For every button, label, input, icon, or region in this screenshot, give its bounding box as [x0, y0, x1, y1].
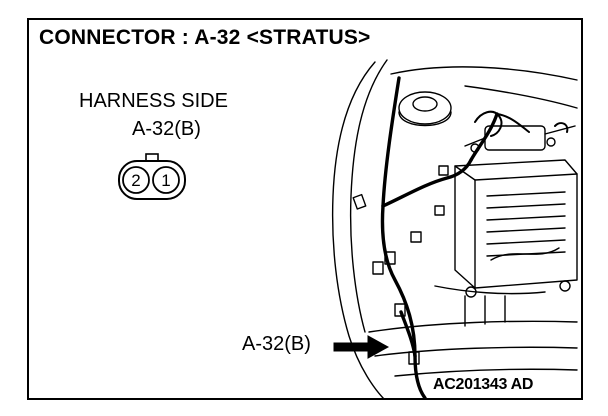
connector-face-diagram: 2 1 — [118, 153, 186, 200]
pin-cavity-1 — [152, 166, 180, 194]
pin-number: 2 — [131, 171, 140, 190]
strut-tower — [398, 91, 452, 125]
fender-outline — [331, 61, 385, 398]
fender-inner-line — [349, 59, 388, 333]
arrow-right-icon — [333, 335, 390, 359]
engine-compartment-illustration — [331, 59, 578, 398]
diagram-title: CONNECTOR : A-32 <STRATUS> — [39, 26, 371, 49]
wiring-harness — [380, 76, 499, 398]
harness-connector-id: A-32(B) — [132, 118, 201, 140]
engine-cover — [454, 159, 578, 289]
harness-side-label: HARNESS SIDE — [79, 90, 228, 112]
pin-number: 1 — [161, 171, 170, 190]
connector-callout-label: A-32(B) — [242, 333, 311, 355]
diagram-frame: CONNECTOR : A-32 <STRATUS> HARNESS SIDE … — [27, 18, 583, 400]
connector-latch-icon — [145, 153, 159, 162]
pin-cavity-2 — [122, 166, 150, 194]
figure-code: AC201343 AD — [433, 376, 534, 393]
